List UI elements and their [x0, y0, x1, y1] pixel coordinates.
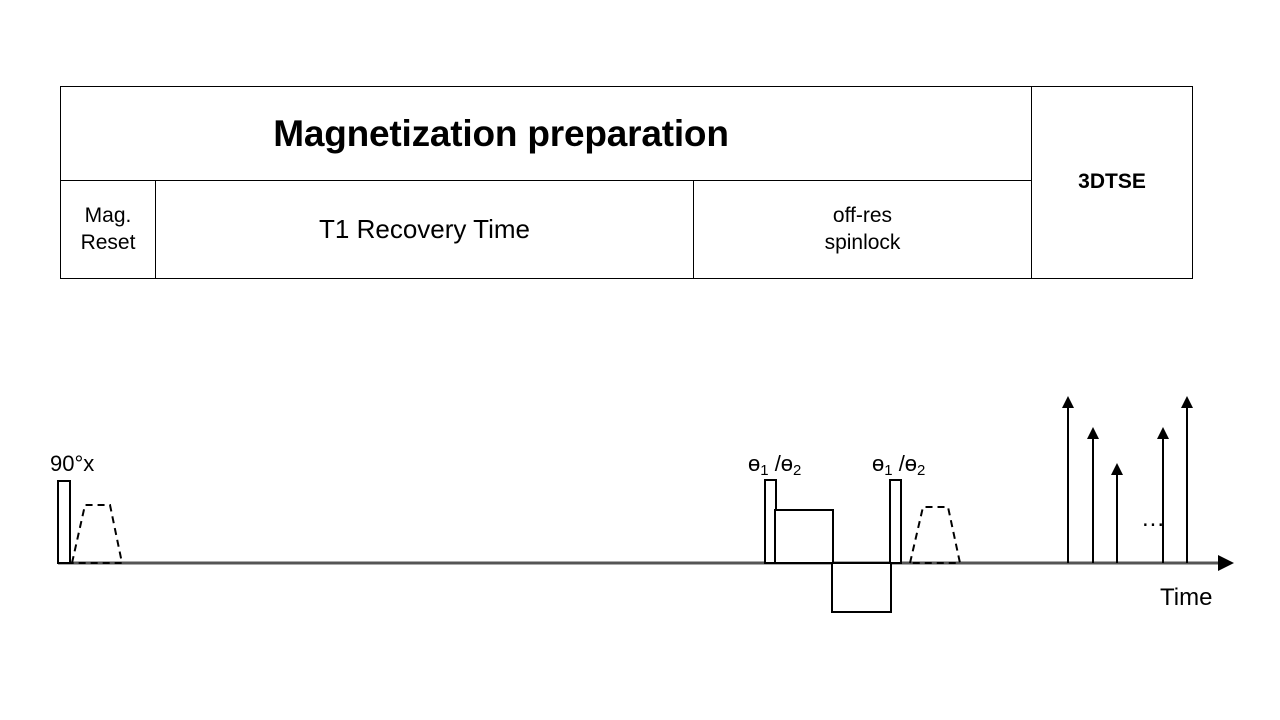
theta-1-subscript: 1: [760, 462, 769, 480]
magnetization-preparation-label: Magnetization preparation: [273, 112, 729, 154]
t1-recovery-time-cell: T1 Recovery Time: [155, 180, 694, 279]
theta-2-subscript-b: 2: [917, 462, 926, 480]
t1-recovery-time-label: T1 Recovery Time: [319, 213, 530, 244]
rf-pulse-excitation-90x: [57, 480, 71, 564]
echo-arrow-4: [1157, 427, 1169, 563]
magnetization-preparation-cell: Magnetization preparation: [60, 86, 1032, 181]
theta-2-subscript: 2: [793, 462, 802, 480]
theta-separator-2: /ɵ: [892, 451, 918, 476]
mag-reset-label-line2: Reset: [80, 230, 136, 254]
echo-arrow-2: [1087, 427, 1099, 563]
time-axis-arrowhead: [1218, 555, 1234, 571]
echo-train: [1062, 396, 1193, 563]
time-axis-label: Time: [1160, 584, 1213, 611]
theta-separator-1: /ɵ: [768, 451, 794, 476]
off-res-spinlock-label-line1: off-res: [832, 203, 893, 227]
spinlock-2-flip-angle-label: ɵ1 /ɵ2: [872, 451, 926, 480]
crusher-gradient-1-icon: [70, 504, 124, 564]
theta-1-symbol: ɵ: [748, 451, 761, 476]
rf-pulse-spinlock-2: [889, 479, 902, 564]
off-res-spinlock-label-line2: spinlock: [824, 230, 901, 254]
mag-reset-cell: Mag. Reset: [60, 180, 156, 279]
rf-pulse-spinlock-1: [764, 479, 777, 564]
echo-arrow-5: [1181, 396, 1193, 563]
timing-table: Magnetization preparation Mag. Reset T1 …: [60, 86, 1193, 279]
excitation-pulse-label: 90°x: [50, 451, 95, 476]
echo-train-ellipsis: ...: [1142, 505, 1166, 532]
theta-1-subscript-b: 1: [884, 462, 893, 480]
theta-1-symbol-b: ɵ: [872, 451, 885, 476]
mag-reset-label-line1: Mag.: [84, 203, 132, 227]
spinlock-1-flip-angle-label: ɵ1 /ɵ2: [748, 451, 802, 480]
spinlock-negative-block: [831, 562, 892, 613]
spinlock-positive-block: [774, 509, 834, 564]
3dtse-label: 3DTSE: [1078, 170, 1146, 194]
crusher-gradient-2-icon: [908, 506, 962, 564]
echo-arrow-3: [1111, 463, 1123, 563]
echo-arrow-1: [1062, 396, 1074, 563]
3dtse-acquisition-cell: 3DTSE: [1031, 86, 1193, 279]
off-res-spinlock-cell: off-res spinlock: [693, 180, 1032, 279]
